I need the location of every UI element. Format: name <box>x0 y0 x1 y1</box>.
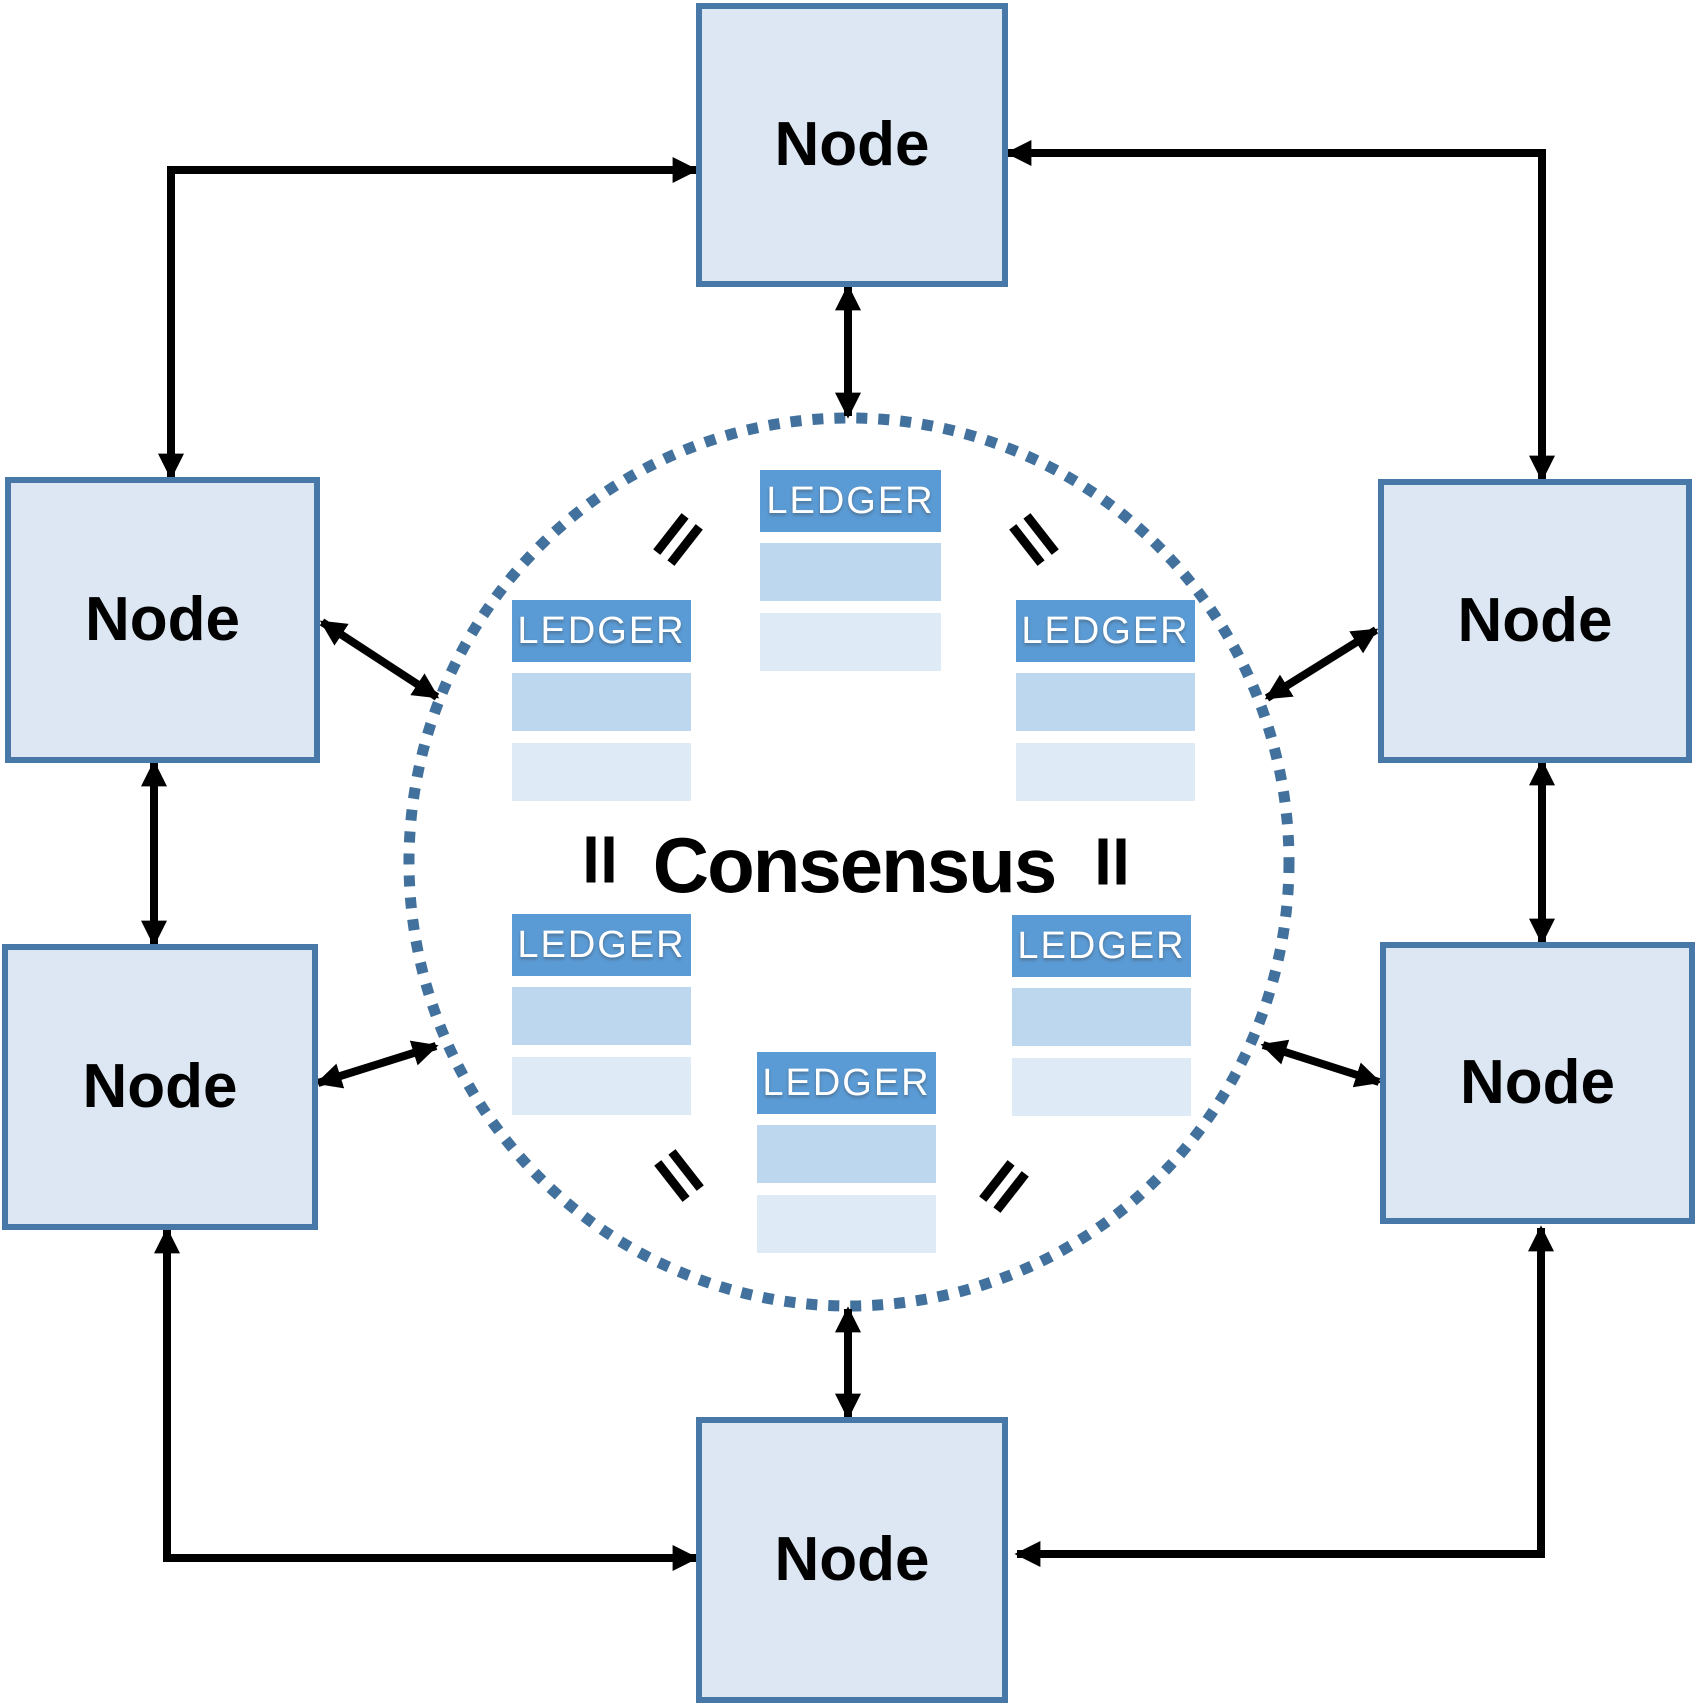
ledger-row <box>1012 1058 1191 1116</box>
node-box-bottom: Node <box>696 1417 1008 1703</box>
arrow-elbow-top-right <box>1005 140 1555 482</box>
ledger-header: LEDGER <box>760 470 941 532</box>
arrow-lower-right-node-to-circle <box>1260 1039 1382 1088</box>
arrow-elbow-bottom-left <box>154 1227 699 1571</box>
node-label: Node <box>85 585 240 654</box>
ledger-header: LEDGER <box>1016 600 1195 662</box>
consensus-title: Consensus <box>652 820 1057 909</box>
ledger-table-upper-left: LEDGER <box>512 600 691 801</box>
arrow-elbow-top-left <box>158 157 699 480</box>
node-box-lower-left: Node <box>2 944 318 1230</box>
equals-icon-middle-right <box>1098 838 1126 885</box>
node-label: Node <box>1457 586 1613 655</box>
arrow-elbow-bottom-right <box>1014 1225 1554 1567</box>
ledger-header: LEDGER <box>757 1052 936 1114</box>
equals-icon-middle-left <box>586 836 614 883</box>
node-box-upper-right: Node <box>1378 479 1692 763</box>
ledger-header: LEDGER <box>1012 915 1191 977</box>
ledger-row <box>512 987 691 1045</box>
ledger-row <box>512 1057 691 1115</box>
ledger-header: LEDGER <box>512 914 691 976</box>
ledger-header: LEDGER <box>512 600 691 662</box>
ledger-row <box>1012 988 1191 1046</box>
ledger-row <box>760 613 941 671</box>
node-label: Node <box>82 1052 238 1121</box>
ledger-table-bottom-center: LEDGER <box>757 1052 936 1253</box>
equals-bar <box>1116 838 1126 885</box>
node-label: Node <box>774 110 930 179</box>
equals-bar <box>586 836 596 883</box>
ledger-row <box>757 1195 936 1253</box>
equals-bar <box>604 836 614 883</box>
arrow-upper-left-node-to-circle <box>319 618 440 701</box>
node-label: Node <box>774 1525 930 1594</box>
ledger-row <box>512 743 691 801</box>
ledger-row <box>760 543 941 601</box>
equals-bar <box>1098 838 1108 885</box>
ledger-table-lower-right: LEDGER <box>1012 915 1191 1116</box>
ledger-row <box>512 673 691 731</box>
node-box-upper-left: Node <box>5 477 320 763</box>
node-label: Node <box>1460 1048 1615 1117</box>
ledger-row <box>757 1125 936 1183</box>
node-box-top: Node <box>696 3 1008 287</box>
ledger-table-lower-left: LEDGER <box>512 914 691 1115</box>
arrow-lower-left-node-to-circle <box>315 1040 439 1089</box>
ledger-row <box>1016 673 1195 731</box>
ledger-table-upper-right: LEDGER <box>1016 600 1195 801</box>
consensus-dotted-circle <box>403 412 1295 1312</box>
ledger-table-top-center: LEDGER <box>760 470 941 671</box>
ledger-row <box>1016 743 1195 801</box>
node-box-lower-right: Node <box>1380 942 1695 1224</box>
arrow-upper-right-node-to-circle <box>1264 626 1379 702</box>
